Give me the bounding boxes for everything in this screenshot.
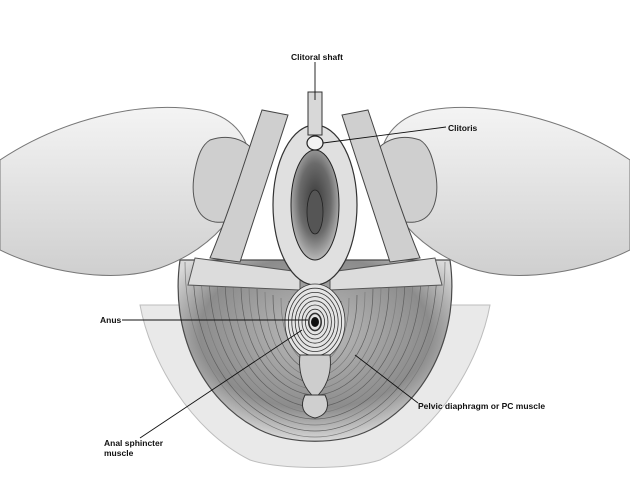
label-anal-sphincter: Anal sphincter muscle <box>104 438 163 458</box>
anus <box>311 317 319 327</box>
clitoris <box>306 135 324 151</box>
clitoral-shaft <box>307 91 323 136</box>
leader-lines <box>122 62 447 439</box>
labia <box>272 124 358 286</box>
ischiocavernosus-left <box>209 109 289 263</box>
sphincter-ring <box>291 291 339 352</box>
leader-sphincter <box>139 329 303 439</box>
label-anal-sphincter-line1: Anal sphincter <box>104 438 164 448</box>
label-anus: Anus <box>100 315 122 325</box>
muscle-striation <box>192 264 438 432</box>
anal-sphincter <box>284 283 346 399</box>
leader-pelvic <box>354 354 419 404</box>
sphincter-ring <box>301 304 329 340</box>
sphincter-ring <box>298 300 332 344</box>
coccyx <box>302 394 328 419</box>
label-clitoral-shaft: Clitoral shaft <box>291 52 343 62</box>
muscle-striation <box>200 267 430 426</box>
muscle-striation <box>184 261 446 438</box>
label-clitoris: Clitoris <box>448 123 478 133</box>
sphincter-ring <box>294 296 336 348</box>
label-anal-sphincter-line2: muscle <box>104 448 134 458</box>
ischiocavernosus-right <box>341 109 421 263</box>
leader-clitoris <box>322 126 447 144</box>
sphincter-ring <box>304 308 325 336</box>
label-pelvic-diaphragm: Pelvic diaphragm or PC muscle <box>418 401 546 411</box>
sphincter-ring <box>307 312 322 332</box>
